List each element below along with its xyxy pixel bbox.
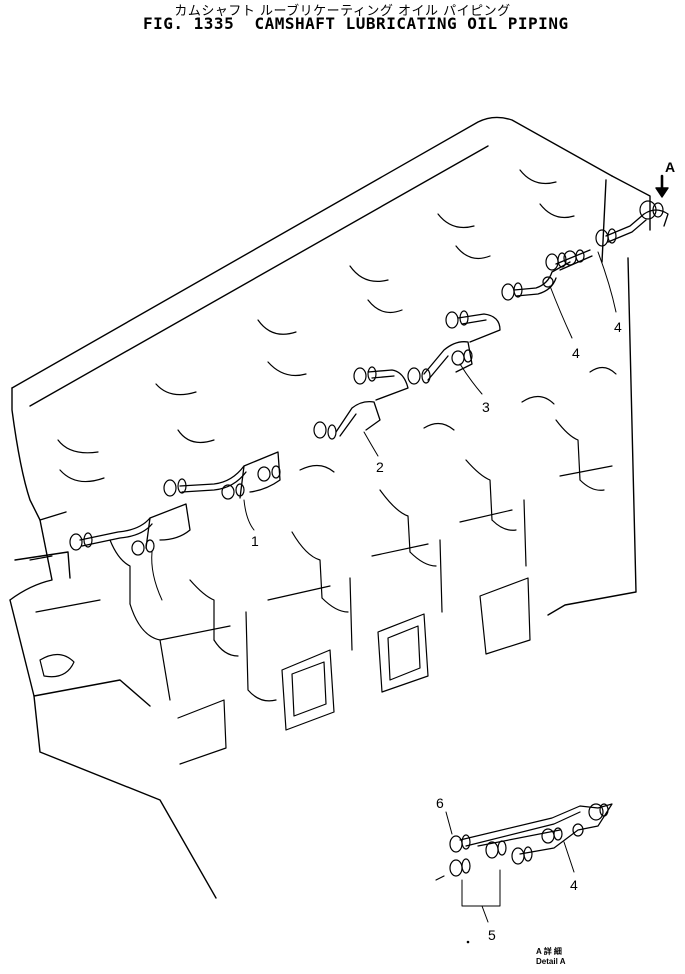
- pipe-fittings: [69, 200, 664, 556]
- view-arrow-label: A: [665, 159, 675, 175]
- callout-5: 5: [488, 927, 496, 943]
- callout-1: 1: [251, 533, 259, 549]
- block-side-details: [29, 366, 617, 765]
- callout-3: 3: [482, 399, 490, 415]
- callout-4-center: 4: [572, 345, 580, 361]
- oil-pipe-assemblies: [79, 209, 669, 549]
- leader-lines: [151, 251, 617, 601]
- head-cover-bumps: [57, 169, 575, 483]
- engine-block-outline: [9, 116, 651, 899]
- callout-4-detail: 4: [570, 877, 578, 893]
- callout-2: 2: [376, 459, 384, 475]
- callout-6: 6: [436, 795, 444, 811]
- detail-label: Detail A: [536, 957, 566, 966]
- figure-title: FIG. 1335 CAMSHAFT LUBRICATING OIL PIPIN…: [143, 14, 569, 33]
- detail-a-pipes: [435, 803, 613, 881]
- detail-a-leaders: [445, 811, 575, 944]
- view-arrow: [655, 174, 669, 198]
- figure-title-japanese: カムシャフト ルーブリケーティング オイル パイピング: [174, 4, 511, 19]
- callout-4-right: 4: [614, 319, 622, 335]
- detail-label-japanese: A 詳 細: [536, 946, 562, 956]
